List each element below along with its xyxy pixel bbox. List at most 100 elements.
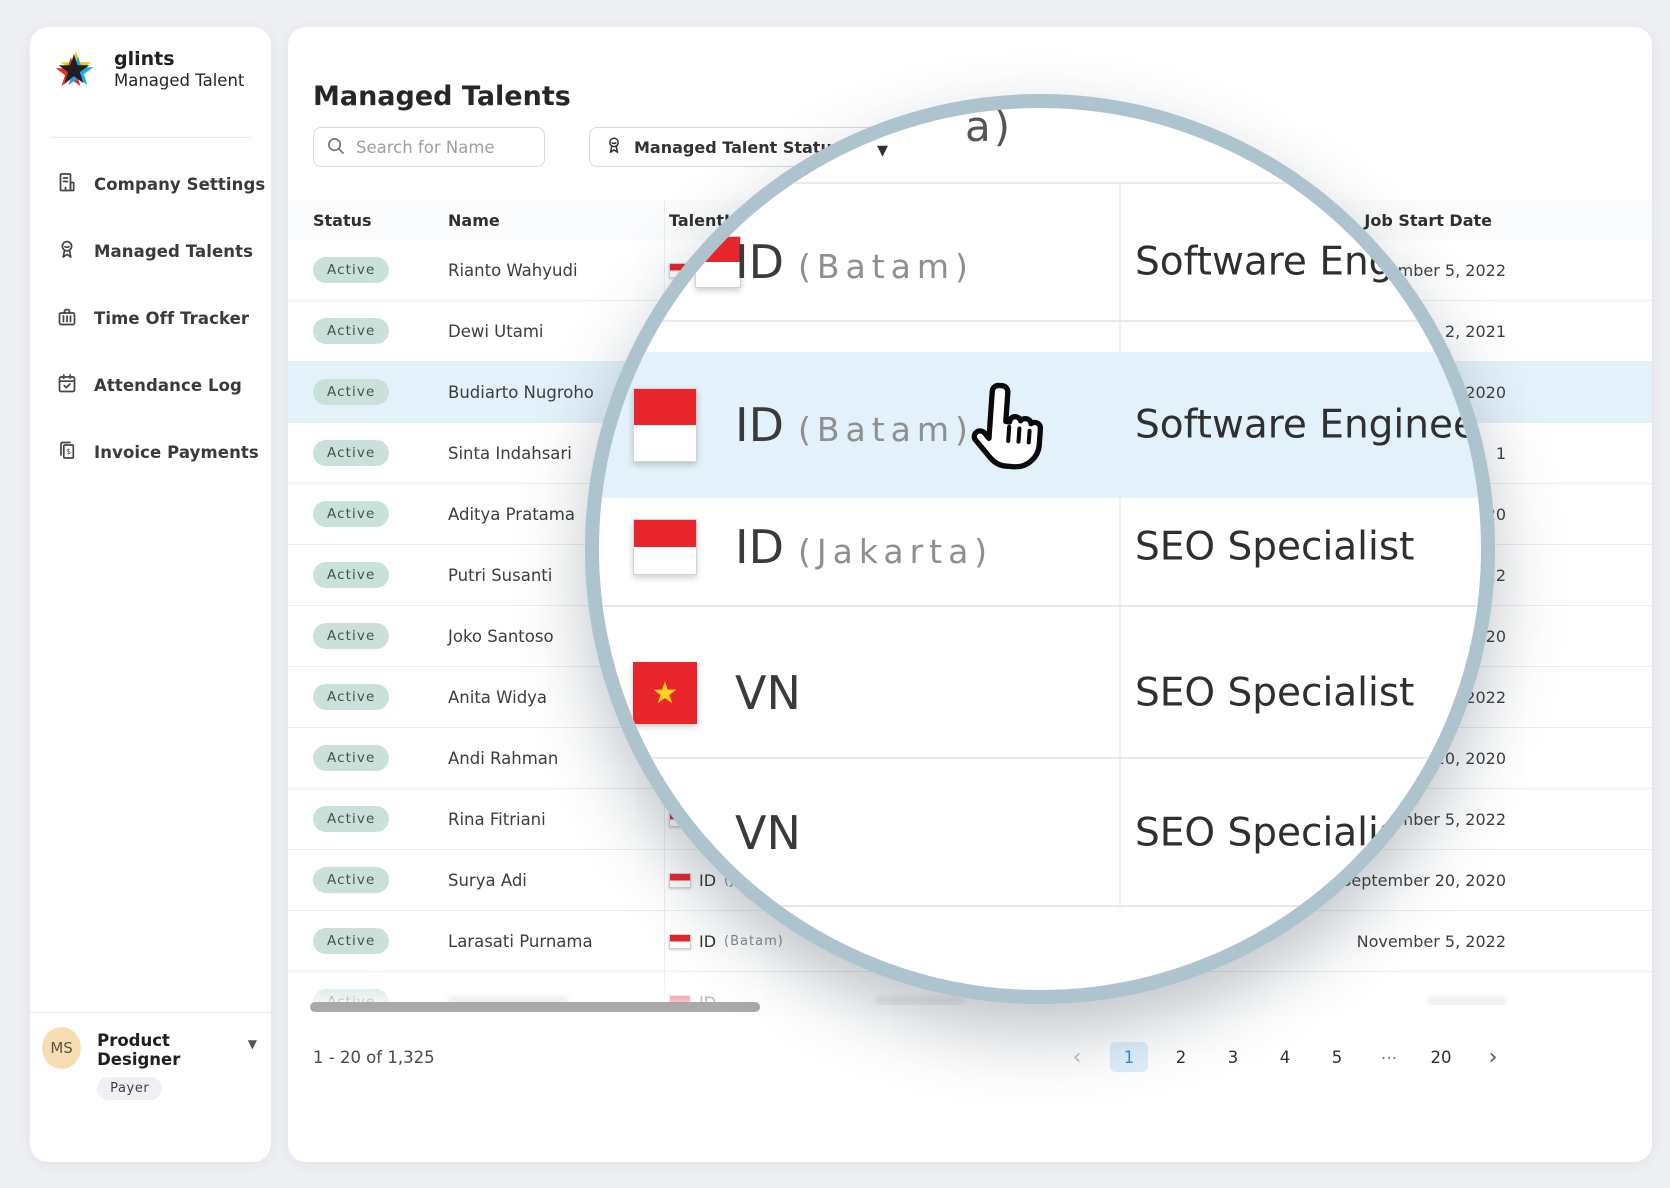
- talent-name: Dewi Utami: [448, 321, 544, 341]
- status-badge: Active: [313, 318, 390, 344]
- talent-name: Andi Rahman: [448, 748, 559, 768]
- pagination-bar: 1 - 20 of 1,325 ‹ 1 2 3 4 5 ⋯ 20 ›: [288, 1027, 1652, 1087]
- magnified-row-border: [599, 757, 1481, 759]
- country-flag-icon: [633, 388, 697, 462]
- job-start-date-cell: vember 5, 2022: [1378, 809, 1506, 829]
- next-page-button[interactable]: ›: [1488, 1044, 1498, 1070]
- sidebar-item-label: Company Settings: [94, 174, 266, 194]
- sidebar-item-label: Invoice Payments: [94, 442, 259, 462]
- status-badge: Active: [313, 684, 390, 710]
- sidebar-item-time-off-tracker[interactable]: Time Off Tracker: [30, 303, 271, 333]
- sidebar-item-label: Managed Talents: [94, 241, 254, 261]
- status-badge: Active: [313, 928, 390, 954]
- magnified-row: ID(Jakarta) SEO Specialist: [599, 503, 1481, 591]
- col-header-job-start-date: Job Start Date: [1364, 210, 1492, 230]
- status-badge: Active: [313, 440, 390, 466]
- country-flag-icon: [669, 872, 691, 888]
- magnified-row-border: [599, 320, 1481, 322]
- prev-page-button[interactable]: ‹: [1072, 1044, 1082, 1070]
- user-role: Product Designer: [97, 1031, 181, 1069]
- country-flag-icon: [633, 662, 697, 724]
- blurred-text: [876, 996, 964, 1005]
- status-badge: Active: [313, 257, 390, 283]
- status-badge: Active: [313, 806, 390, 832]
- job-start-date-cell: [1126, 993, 1652, 1005]
- talent-name: Putri Susanti: [448, 565, 553, 585]
- talent-name: Anita Widya: [448, 687, 548, 707]
- search-input[interactable]: [354, 136, 532, 158]
- page-button-1[interactable]: 1: [1110, 1042, 1148, 1072]
- magnified-row-hovered: ID(Batam) Software Engineer: [599, 352, 1481, 498]
- pagination-controls: ‹ 1 2 3 4 5 ⋯ 20 ›: [1058, 1042, 1512, 1072]
- horizontal-scrollbar-thumb[interactable]: [310, 1002, 760, 1012]
- talent-name: Larasati Purnama: [448, 931, 593, 951]
- job-start-date-cell: November 5, 2022: [1356, 931, 1506, 951]
- brand-logo: ★★★★ glints Managed Talent: [53, 44, 245, 96]
- sidebar-item-attendance-log[interactable]: Attendance Log: [30, 370, 271, 400]
- status-badge: Active: [313, 501, 390, 527]
- talent-name: Sinta Indahsari: [448, 443, 572, 463]
- avatar: MS: [42, 1027, 82, 1069]
- chevron-down-icon: ▼: [247, 1037, 257, 1051]
- status-badge: Active: [313, 623, 390, 649]
- glints-star-icon: ★★★★: [53, 44, 96, 96]
- calendar-check-icon: [56, 372, 78, 398]
- talent-badge-icon: [604, 135, 624, 159]
- magnifier-lens-overlay: a) So ▾ ID(Batam) Software Engineer ID(B…: [585, 94, 1495, 1004]
- magnified-row: VN SEO Specialist: [735, 806, 1415, 860]
- blurred-text: [1428, 996, 1506, 1005]
- page-button-20[interactable]: 20: [1430, 1047, 1452, 1067]
- table-controls: Managed Talent Status 1 ▾: [313, 127, 919, 167]
- talent-name: Rianto Wahyudi: [448, 260, 578, 280]
- divider: [50, 137, 251, 138]
- page-title: Managed Talents: [313, 81, 571, 113]
- page-ellipsis: ⋯: [1380, 1047, 1398, 1067]
- talent-name: Aditya Pratama: [448, 504, 575, 524]
- invoice-icon: $: [56, 439, 78, 465]
- sidebar-item-label: Time Off Tracker: [94, 308, 250, 328]
- pointer-hand-cursor-icon: [955, 375, 1064, 512]
- status-badge: Active: [313, 745, 390, 771]
- page-button-2[interactable]: 2: [1175, 1047, 1187, 1067]
- country-flag-icon: [633, 519, 697, 575]
- page-button-3[interactable]: 3: [1227, 1047, 1239, 1067]
- magnified-text-fragment: So: [1197, 100, 1250, 149]
- user-badge: Payer: [97, 1077, 163, 1100]
- page-button-5[interactable]: 5: [1331, 1047, 1343, 1067]
- search-icon: [326, 136, 345, 159]
- magnified-row: VN SEO Specialist: [599, 648, 1481, 738]
- sidebar-item-company-settings[interactable]: Company Settings: [30, 169, 271, 199]
- briefcase-icon: [56, 305, 78, 331]
- talenthub-cell: ID(Batam): [664, 911, 876, 971]
- svg-text:$: $: [66, 447, 71, 456]
- status-badge: Active: [313, 562, 390, 588]
- sidebar-item-managed-talents[interactable]: Managed Talents: [30, 236, 271, 266]
- job-start-date-cell: 2, 2021: [1444, 321, 1506, 341]
- sidebar-nav: Company Settings Managed Talents Time Of…: [30, 169, 271, 504]
- col-header-name: Name: [448, 210, 500, 230]
- status-badge: Active: [313, 867, 390, 893]
- magnified-row: ID(Batam) Software Engineer: [599, 220, 1481, 304]
- magnified-column-border: [1119, 184, 1121, 908]
- job-start-date-cell: vember 5, 2022: [1378, 260, 1506, 280]
- pagination-summary: 1 - 20 of 1,325: [313, 1047, 435, 1067]
- sidebar: ★★★★ glints Managed Talent Company Setti…: [30, 27, 271, 1162]
- country-flag-icon: [695, 236, 741, 288]
- magnified-text-fragment: a): [965, 102, 1014, 151]
- magnified-row-border: [599, 605, 1481, 607]
- page-button-4[interactable]: 4: [1279, 1047, 1291, 1067]
- sidebar-item-label: Attendance Log: [94, 375, 242, 395]
- job-start-date-cell: 1: [1495, 443, 1506, 463]
- talent-name: Surya Adi: [448, 870, 527, 890]
- job-start-date-cell: September 20, 2020: [1341, 870, 1506, 890]
- divider: [30, 1012, 271, 1013]
- sidebar-item-invoice-payments[interactable]: $ Invoice Payments: [30, 437, 271, 467]
- col-header-status: Status: [313, 210, 372, 230]
- brand-name: glints: [114, 48, 175, 71]
- talenthub-cell: ID: [664, 972, 876, 1005]
- search-box: [313, 127, 545, 167]
- brand-product: Managed Talent: [114, 71, 245, 91]
- magnified-row-border: [599, 905, 1481, 907]
- user-menu[interactable]: MS Product Designer Payer ▼: [42, 1027, 257, 1100]
